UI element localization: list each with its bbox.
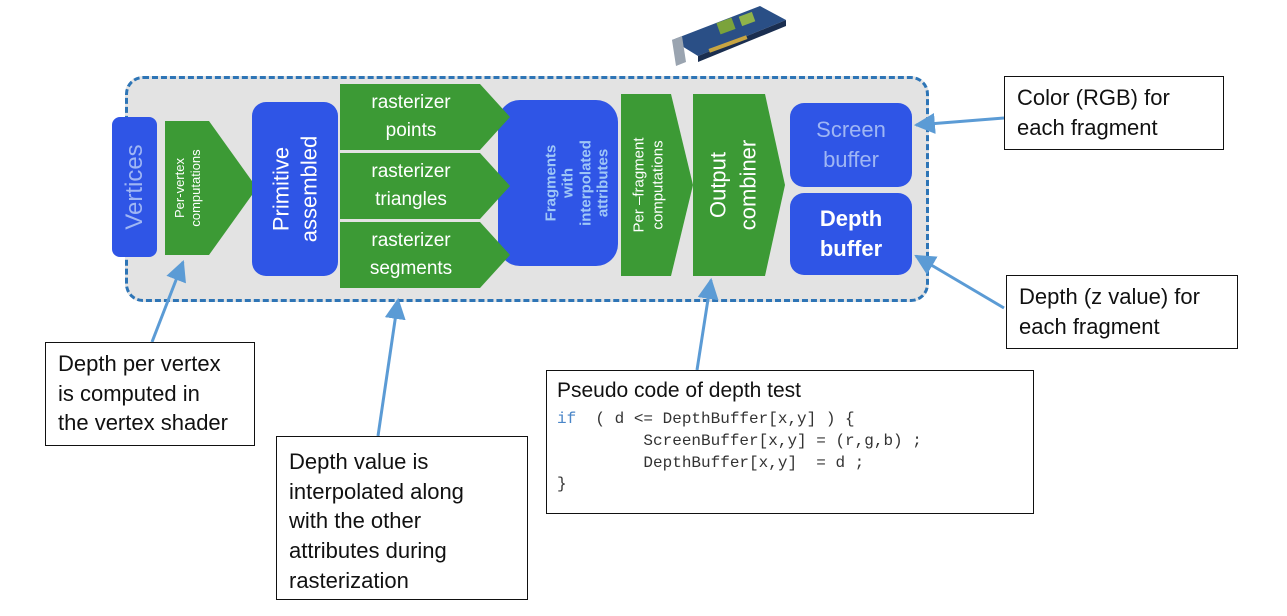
fragments-stage: Fragments with interpolated attributes <box>498 100 618 266</box>
arrow-color-to-screen <box>913 113 1005 134</box>
pseudo-code-line-3: DepthBuffer[x,y] = d ; <box>557 453 865 472</box>
callout-color-line-2: each fragment <box>1017 114 1158 140</box>
arrow-interp-to-raster <box>376 297 406 437</box>
callout-depth-per-vertex: Depth per vertex is computed in the vert… <box>45 342 255 446</box>
callout-vertex-line-2: is computed in <box>58 380 200 406</box>
rasterizer-triangles-stage: rasterizer triangles <box>340 153 482 219</box>
per-fragment-arrow <box>621 94 693 276</box>
gpu-card-image <box>672 6 786 66</box>
callout-interp-line-5: rasterization <box>289 567 409 593</box>
output-combiner-arrow <box>693 94 785 276</box>
arrow-depth-to-buffer <box>914 254 1005 310</box>
rasterizer-segments-arrow <box>340 222 510 288</box>
arrow-code-to-combiner <box>695 277 719 371</box>
rasterizer-points-stage: rasterizer points <box>340 84 482 150</box>
pseudo-code-line-2: ScreenBuffer[x,y] = (r,g,b) ; <box>557 431 922 450</box>
rasterizer-segments-stage: rasterizer segments <box>340 222 482 288</box>
pseudo-code-line-4: } <box>557 475 567 494</box>
callout-depth-interpolated: Depth value is interpolated along with t… <box>276 436 528 600</box>
callout-interp-line-3: with the other <box>289 508 422 534</box>
callout-interp-line-4: attributes during <box>289 538 447 564</box>
vertices-stage: Vertices <box>112 117 157 257</box>
rasterizer-points-label-1: rasterizer <box>371 91 451 113</box>
screen-buffer-label-1: Screen <box>816 117 886 143</box>
callout-depth-z-line-1: Depth (z value) for <box>1019 284 1200 309</box>
rasterizer-triangles-label-2: triangles <box>375 189 447 210</box>
rasterizer-segments-label-1: rasterizer <box>371 229 451 251</box>
arrow-vertex-to-pervertex <box>150 260 186 343</box>
callout-color-line-1: Color (RGB) for <box>1017 85 1170 110</box>
depth-buffer-label-2: buffer <box>819 236 883 261</box>
rasterizer-triangles-label-1: rasterizer <box>371 160 451 182</box>
per-vertex-arrow <box>165 121 257 255</box>
depth-buffer-label-1: Depth <box>819 206 883 232</box>
callout-interp-line-1: Depth value is <box>289 449 429 474</box>
rasterizer-segments-label-2: segments <box>369 258 453 279</box>
callout-depth-z-line-2: each fragment <box>1019 313 1160 339</box>
pseudo-code-line-1-rest: ( d <= DepthBuffer[x,y] ) { <box>576 410 855 429</box>
rasterizer-triangles-arrow <box>340 153 510 219</box>
rasterizer-points-label-2: points <box>385 120 437 141</box>
screen-buffer-label-2: buffer <box>823 147 879 172</box>
pseudo-code-if-keyword: if <box>557 410 577 429</box>
pseudo-code-title: Pseudo code of depth test <box>557 379 802 402</box>
callout-vertex-line-3: the vertex shader <box>58 410 228 436</box>
callout-vertex-line-1: Depth per vertex <box>58 351 221 376</box>
depth-buffer: Depth buffer <box>790 193 912 275</box>
callout-interp-line-2: interpolated along <box>289 478 464 504</box>
pseudo-code-line-1: if ( d <= DepthBuffer[x,y] ) { <box>557 409 1023 431</box>
callout-depth-z: Depth (z value) for each fragment <box>1006 275 1238 349</box>
pseudo-code-box: Pseudo code of depth test if ( d <= Dept… <box>546 370 1034 514</box>
primitive-assembled-stage: Primitive assembled <box>252 102 338 276</box>
rasterizer-points-arrow <box>340 84 510 150</box>
callout-color-rgb: Color (RGB) for each fragment <box>1004 76 1224 150</box>
screen-buffer: Screen buffer <box>790 103 912 187</box>
